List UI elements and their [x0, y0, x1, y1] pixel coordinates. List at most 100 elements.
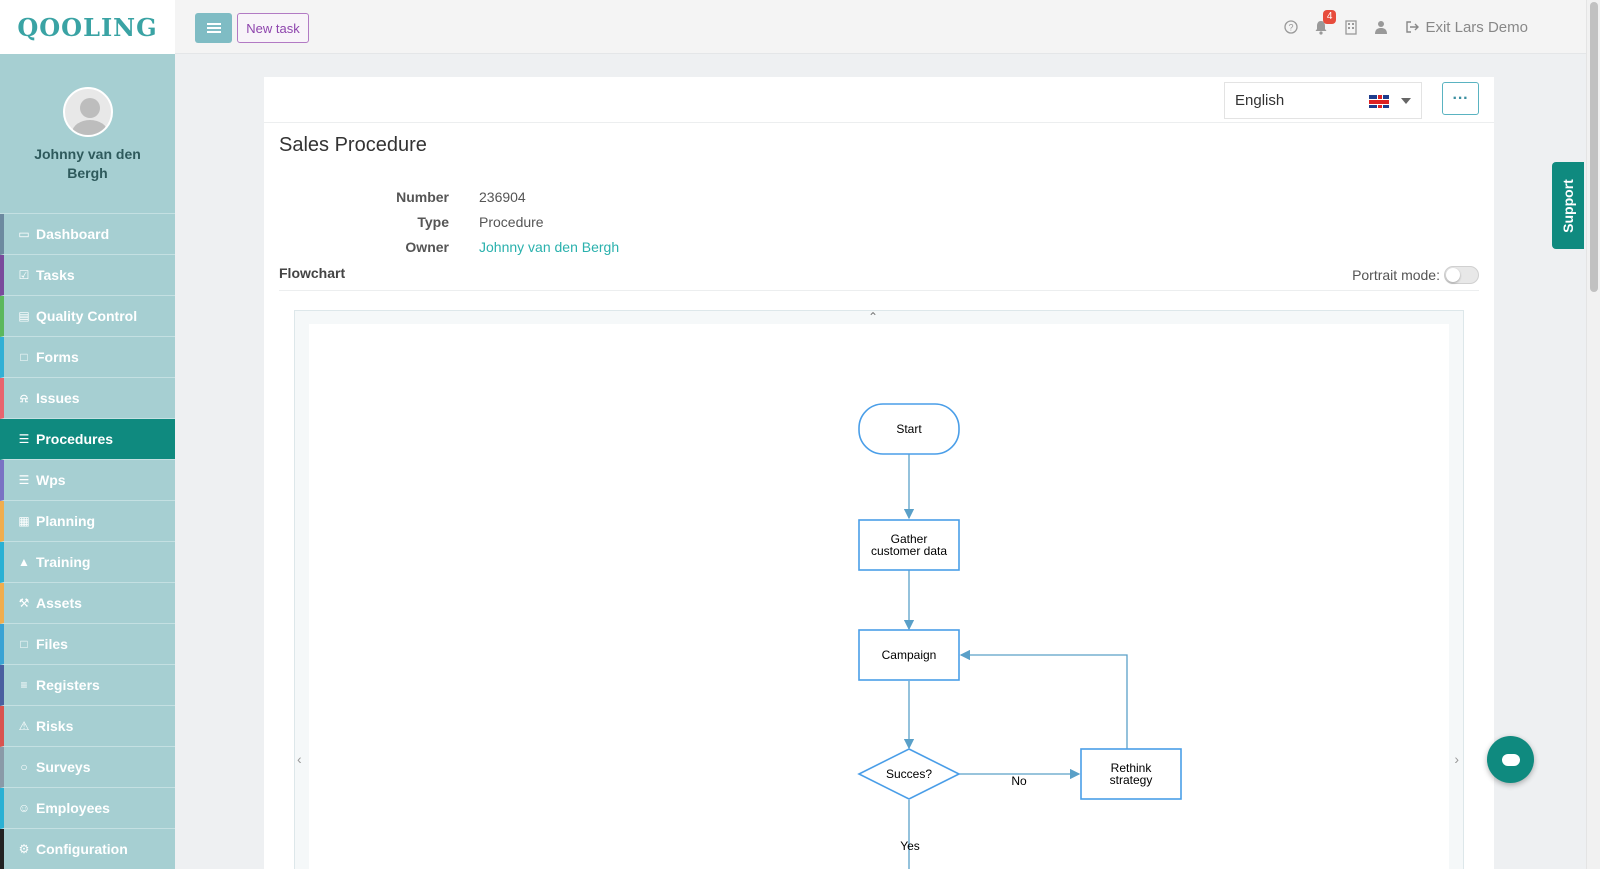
page-scrollbar[interactable]	[1586, 0, 1600, 869]
node-decision	[857, 748, 961, 800]
file-icon: □	[20, 637, 28, 651]
meta-row-owner: Owner Johnny van den Bergh	[279, 234, 619, 259]
warning-icon: ⚠	[18, 719, 30, 733]
chevron-up-icon[interactable]: ⌃	[868, 310, 879, 324]
owner-link[interactable]: Johnny van den Bergh	[479, 238, 620, 255]
flowchart-frame: ⌃ ‹ › St	[294, 310, 1464, 869]
language-value: English	[1235, 92, 1285, 109]
help-icon[interactable]: ?	[1276, 12, 1306, 42]
logo-area[interactable]: QOOLING	[0, 0, 175, 54]
sidebar-item-label: Planning	[36, 513, 96, 529]
node-rethink-label-1: Rethink	[1111, 761, 1153, 775]
sidebar-item-surveys[interactable]: ○Surveys	[0, 747, 175, 788]
node-campaign-label: Campaign	[882, 648, 937, 662]
node-gather-label-1: Gather	[891, 532, 928, 546]
users-icon: ☺	[17, 801, 31, 815]
svg-text:?: ?	[1289, 23, 1294, 33]
exit-demo-label: Exit Lars Demo	[1425, 18, 1528, 36]
chevron-left-icon[interactable]: ‹	[297, 751, 302, 767]
avatar[interactable]	[62, 87, 113, 137]
divider	[279, 290, 1479, 291]
app-logo[interactable]: QOOLING	[17, 12, 158, 42]
exit-demo-link[interactable]: Exit Lars Demo	[1406, 19, 1528, 36]
check-square-icon: ☑	[18, 268, 30, 282]
sidebar-item-label: Issues	[36, 390, 80, 406]
edge-rethink-campaign	[959, 649, 1128, 749]
sidebar-item-planning[interactable]: ▦ Planning	[0, 501, 175, 542]
meta-key: Type	[417, 213, 449, 230]
sidebar-item-label: Registers	[36, 677, 100, 693]
new-task-button[interactable]: New task	[237, 13, 309, 43]
user-icon[interactable]	[1366, 12, 1396, 42]
node-gather	[858, 519, 960, 571]
panel-header: English ···	[264, 77, 1494, 123]
sidebar-item-training[interactable]: ▲Training	[0, 542, 175, 583]
sidebar-item-employees[interactable]: ☺ Employees	[0, 788, 175, 829]
meta-row-type: Type Procedure	[279, 209, 619, 234]
notification-badge: 4	[1322, 10, 1337, 24]
bell-icon: ⍾	[20, 390, 28, 405]
support-label: Support	[1560, 178, 1576, 233]
edge-no-label: No	[1011, 774, 1027, 788]
procedure-meta: Number 236904 Type Procedure Owner Johnn…	[279, 184, 619, 259]
menu-toggle-button[interactable]	[195, 13, 232, 43]
meta-value: 236904	[479, 188, 526, 205]
sidebar-item-issues[interactable]: ⍾ Issues	[0, 378, 175, 419]
sidebar-item-quality-control[interactable]: ▤Quality Control	[0, 296, 175, 337]
flowchart-heading: Flowchart	[279, 265, 346, 281]
sidebar-item-files[interactable]: □Files	[0, 624, 175, 665]
node-rethink	[1080, 748, 1182, 800]
sidebar-item-configuration[interactable]: ⚙Configuration	[0, 829, 175, 869]
top-bar: QOOLING New task ? 4 Exit Lars Demo	[0, 0, 1586, 54]
node-start-label: Start	[896, 422, 922, 436]
portrait-mode-toggle[interactable]	[1444, 266, 1479, 284]
list-icon: ☰	[18, 432, 30, 446]
sidebar-item-assets[interactable]: ⚒ Assets	[0, 583, 175, 624]
sidebar-item-label: Wps	[36, 472, 66, 488]
sidebar-item-forms[interactable]: □Forms	[0, 337, 175, 378]
top-actions: ? 4 Exit Lars Demo	[1276, 0, 1528, 54]
sidebar-item-label: Dashboard	[36, 226, 110, 242]
notifications-icon[interactable]: 4	[1306, 10, 1337, 42]
meta-key: Number	[396, 188, 449, 205]
lines-icon: ≡	[20, 678, 28, 692]
sidebar-item-risks[interactable]: ⚠Risks	[0, 706, 175, 747]
portrait-mode-label: Portrait mode:	[1352, 267, 1440, 283]
sidebar: Johnny van den Bergh ▭Dashboard☑Tasks▤Qu…	[0, 54, 175, 869]
sidebar-item-label: Employees	[36, 800, 110, 816]
wrench-icon: ⚒	[18, 596, 30, 610]
meta-key: Owner	[405, 238, 449, 255]
meta-value: Procedure	[479, 213, 544, 230]
flowchart-diagram: Start Gather customer data Campaign Succ…	[857, 403, 1182, 869]
node-start	[858, 403, 960, 455]
sidebar-item-registers[interactable]: ≡ Registers	[0, 665, 175, 706]
uk-flag-icon	[1369, 95, 1389, 108]
more-options-button[interactable]: ···	[1442, 82, 1479, 115]
node-decision-label: Succes?	[886, 767, 932, 781]
calendar-icon: ▦	[18, 514, 30, 528]
support-tab[interactable]: Support	[1552, 162, 1584, 249]
sidebar-item-dashboard[interactable]: ▭ Dashboard	[0, 214, 175, 255]
building-icon[interactable]	[1336, 12, 1366, 42]
procedure-panel: English ··· Sales Procedure Number 23690…	[264, 77, 1494, 869]
caret-down-icon	[1401, 98, 1411, 104]
hamburger-icon	[206, 23, 221, 33]
monitor-icon: ▭	[18, 227, 30, 241]
chevron-right-icon[interactable]: ›	[1454, 751, 1459, 767]
sidebar-item-tasks[interactable]: ☑ Tasks	[0, 255, 175, 296]
sidebar-item-label: Tasks	[36, 267, 75, 283]
sidebar-item-label: Training	[36, 554, 91, 570]
portrait-mode: Portrait mode:	[1352, 266, 1479, 284]
document-icon: □	[20, 350, 28, 364]
chat-icon[interactable]	[1487, 736, 1534, 783]
meta-row-number: Number 236904	[279, 184, 619, 209]
sidebar-item-label: Surveys	[36, 759, 91, 775]
node-rethink-label-2: strategy	[1110, 773, 1153, 787]
scrollbar-thumb[interactable]	[1590, 2, 1598, 292]
edge-yes-label: Yes	[900, 839, 920, 853]
sidebar-item-label: Assets	[36, 595, 82, 611]
flowchart-canvas[interactable]: Start Gather customer data Campaign Succ…	[309, 324, 1449, 869]
sidebar-item-wps[interactable]: ☰Wps	[0, 460, 175, 501]
language-select[interactable]: English	[1224, 82, 1422, 119]
sidebar-item-procedures[interactable]: ☰Procedures	[0, 419, 175, 460]
